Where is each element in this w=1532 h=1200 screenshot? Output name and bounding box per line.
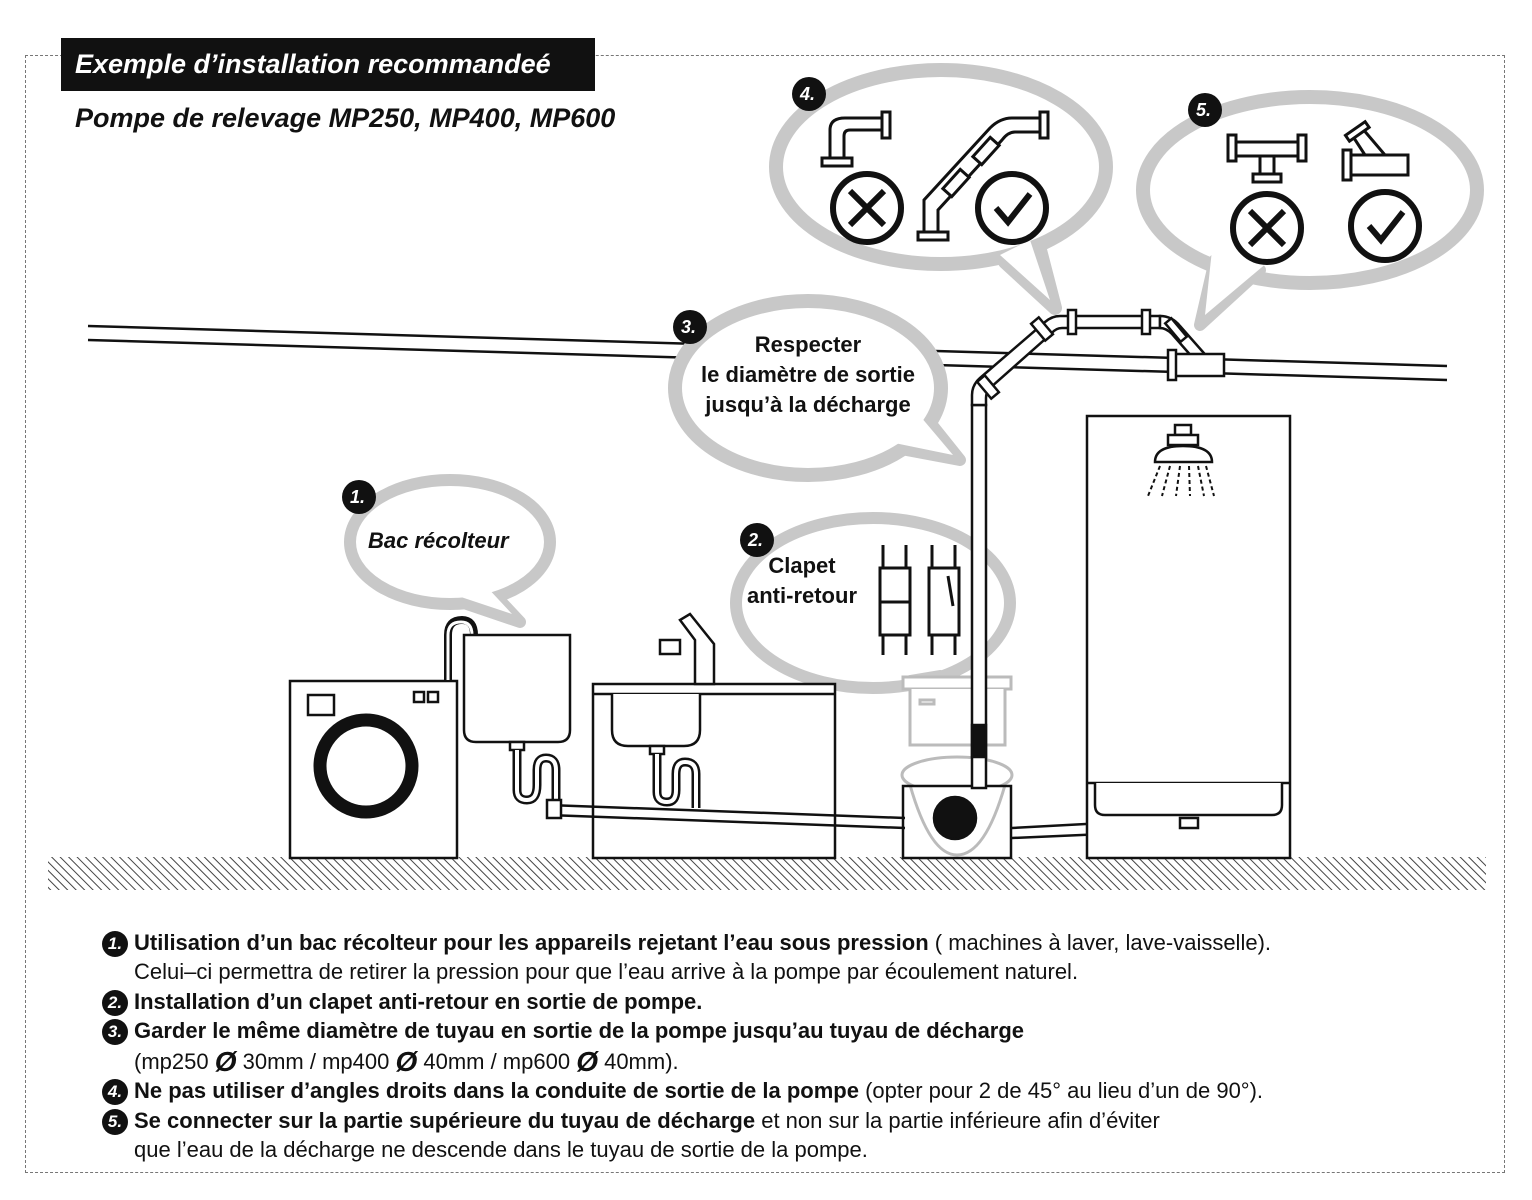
note-1-line2: Celui–ci permettra de retirer la pressio… bbox=[134, 959, 1079, 985]
note-number-5: 5. bbox=[102, 1108, 128, 1135]
check-circle-icon bbox=[1348, 189, 1422, 263]
diameter-icon: Ø bbox=[395, 1046, 418, 1078]
note-2-bold: Installation d’un clapet anti-retour en … bbox=[134, 988, 703, 1014]
note-4: 4. Ne pas utiliser d’angles droits dans … bbox=[100, 1076, 1271, 1106]
installation-diagram bbox=[48, 63, 1486, 890]
right-angle-elbow-icon bbox=[820, 110, 892, 168]
bubble-number-4: 4. bbox=[800, 84, 816, 104]
bubble-3-line1: Respecter bbox=[754, 332, 862, 357]
title-banner: Exemple d’installation recommandeé bbox=[61, 38, 595, 91]
double-45-elbow-icon bbox=[916, 110, 1050, 242]
note-number-2: 2. bbox=[102, 989, 128, 1016]
note-5: 5. Se connecter sur la partie supérieure… bbox=[100, 1106, 1271, 1165]
note-3-part-a: (mp250 bbox=[134, 1049, 215, 1075]
note-3-part-c: 40mm / mp600 bbox=[417, 1049, 577, 1075]
bubble-3-line3: jusqu’à la décharge bbox=[705, 392, 911, 417]
note-5-rest: et non sur la partie inférieure afin d’é… bbox=[755, 1107, 1160, 1133]
washing-machine bbox=[288, 679, 459, 860]
notes-list: 1. Utilisation d’un bac récolteur pour l… bbox=[100, 928, 1271, 1164]
note-number-4: 4. bbox=[102, 1079, 128, 1106]
bubble-1-label: Bac récolteur bbox=[368, 528, 509, 553]
note-4-bold: Ne pas utiliser d’angles droits dans la … bbox=[134, 1078, 859, 1104]
check-circle-icon bbox=[975, 171, 1049, 245]
bubble-number-2: 2. bbox=[748, 530, 764, 550]
bubble-number-3: 3. bbox=[681, 317, 697, 337]
bubble-3 bbox=[668, 294, 966, 482]
note-4-rest: (opter pour 2 de 45° au lieu d’un de 90°… bbox=[858, 1078, 1264, 1104]
pump-outlet-pipe bbox=[970, 308, 1226, 790]
bubble-5 bbox=[1136, 90, 1484, 331]
tee-fitting-icon bbox=[1226, 133, 1308, 184]
pump bbox=[901, 784, 1013, 860]
wye-fitting-icon bbox=[1341, 119, 1410, 182]
bubble-2-line2: anti-retour bbox=[747, 583, 857, 608]
note-1: 1. Utilisation d’un bac récolteur pour l… bbox=[100, 928, 1271, 987]
note-1-rest: ( machines à laver, lave-vaisselle). bbox=[928, 930, 1272, 955]
check-valve-icon bbox=[878, 545, 961, 655]
page-title: Exemple d’installation recommandeé bbox=[75, 49, 551, 79]
note-5-bold: Se connecter sur la partie supérieure du… bbox=[134, 1107, 756, 1133]
collection-tank bbox=[444, 615, 572, 805]
dashed-frame bbox=[25, 55, 1505, 1173]
note-3-line2: (mp250 Ø 30mm / mp400 Ø 40mm / mp600 Ø 4… bbox=[134, 1045, 1271, 1076]
note-5-line2: que l’eau de la décharge ne descende dan… bbox=[134, 1137, 868, 1163]
note-3: 3. Garder le même diamètre de tuyau en s… bbox=[100, 1016, 1271, 1077]
note-3-part-b: 30mm / mp400 bbox=[236, 1049, 396, 1075]
cross-circle-icon bbox=[1230, 191, 1304, 265]
bubble-2-line1: Clapet bbox=[768, 553, 836, 578]
bubble-3-label: Respecter le diamètre de sortie jusqu’à … bbox=[688, 330, 928, 420]
bubble-1 bbox=[342, 474, 556, 628]
note-3-part-d: 40mm). bbox=[597, 1049, 679, 1075]
diameter-icon: Ø bbox=[576, 1046, 598, 1078]
note-3-bold: Garder le même diamètre de tuyau en sort… bbox=[134, 1017, 1025, 1043]
diameter-icon: Ø bbox=[214, 1046, 237, 1078]
bubble-number-1: 1. bbox=[350, 487, 366, 507]
note-1-bold: Utilisation d’un bac récolteur pour les … bbox=[134, 930, 929, 955]
shower bbox=[1085, 414, 1292, 860]
sink-cabinet bbox=[591, 612, 837, 860]
page-subtitle: Pompe de relevage MP250, MP400, MP600 bbox=[75, 103, 616, 133]
bubble-2-label: Clapet anti-retour bbox=[747, 551, 857, 611]
ground-hatch bbox=[48, 857, 1486, 890]
note-2: 2. Installation d’un clapet anti-retour … bbox=[100, 987, 1271, 1016]
note-number-1: 1. bbox=[102, 931, 128, 957]
cross-circle-icon bbox=[830, 171, 904, 245]
bubble-3-line2: le diamètre de sortie bbox=[701, 362, 915, 387]
note-number-3: 3. bbox=[102, 1018, 128, 1045]
bubble-number-5: 5. bbox=[1196, 100, 1212, 120]
bubble-4 bbox=[769, 63, 1113, 315]
